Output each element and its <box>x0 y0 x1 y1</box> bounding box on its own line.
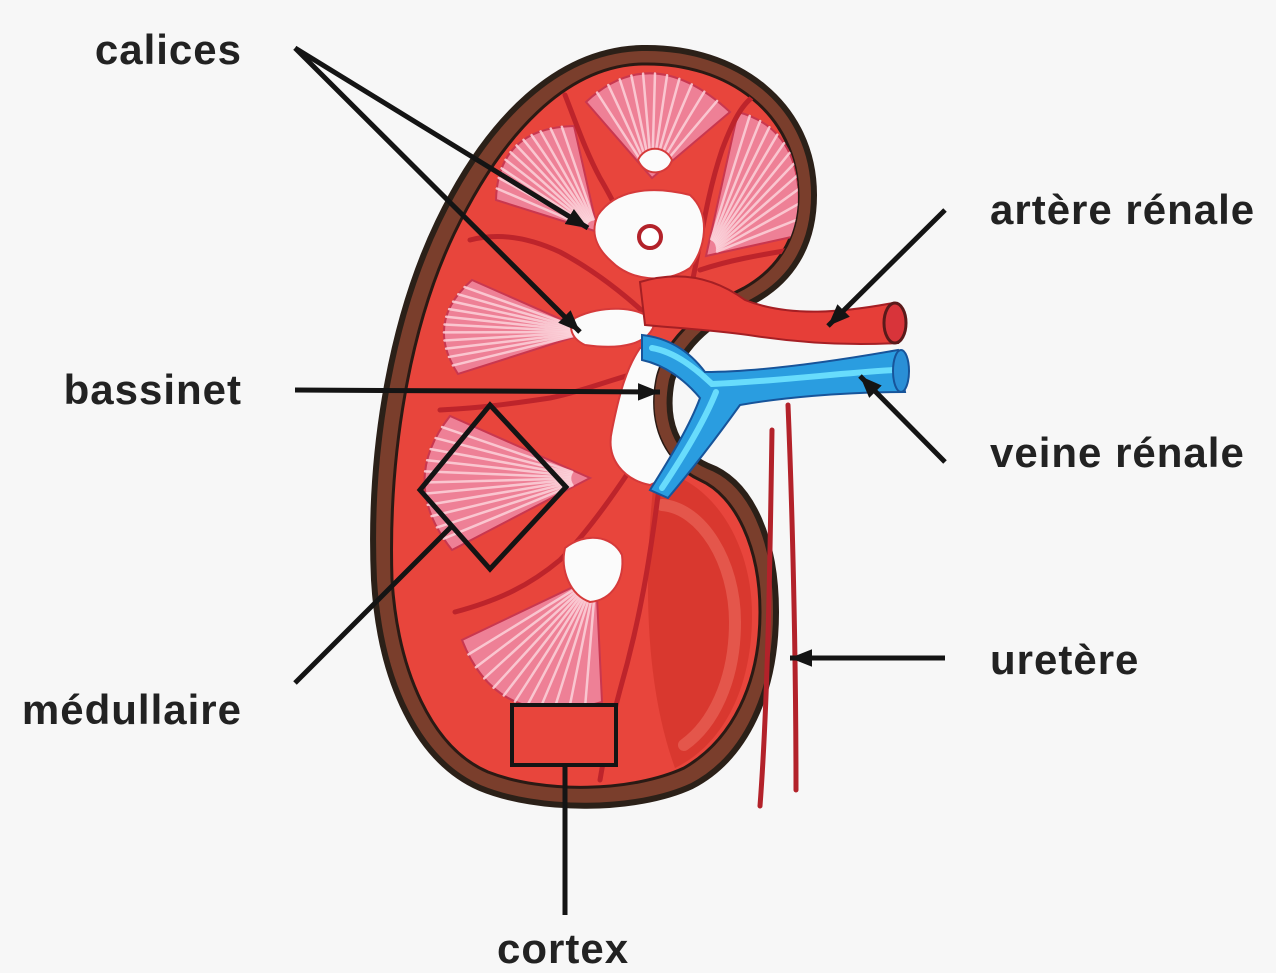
renal-artery-end <box>884 303 906 343</box>
ureter-wall-right <box>788 405 796 790</box>
label-calices: calices <box>95 29 242 71</box>
label-artere-renale: artère rénale <box>990 189 1255 231</box>
bassinet-arrow <box>295 390 660 392</box>
cortex-box <box>512 705 616 765</box>
renal-vein-end <box>893 350 909 392</box>
label-uretere: uretère <box>990 639 1139 681</box>
label-veine-renale: veine rénale <box>990 432 1245 474</box>
calyx-top <box>638 149 672 173</box>
label-medullaire: médullaire <box>22 689 242 731</box>
calyx-ring <box>639 226 661 248</box>
label-bassinet: bassinet <box>64 369 242 411</box>
label-cortex: cortex <box>497 928 629 970</box>
